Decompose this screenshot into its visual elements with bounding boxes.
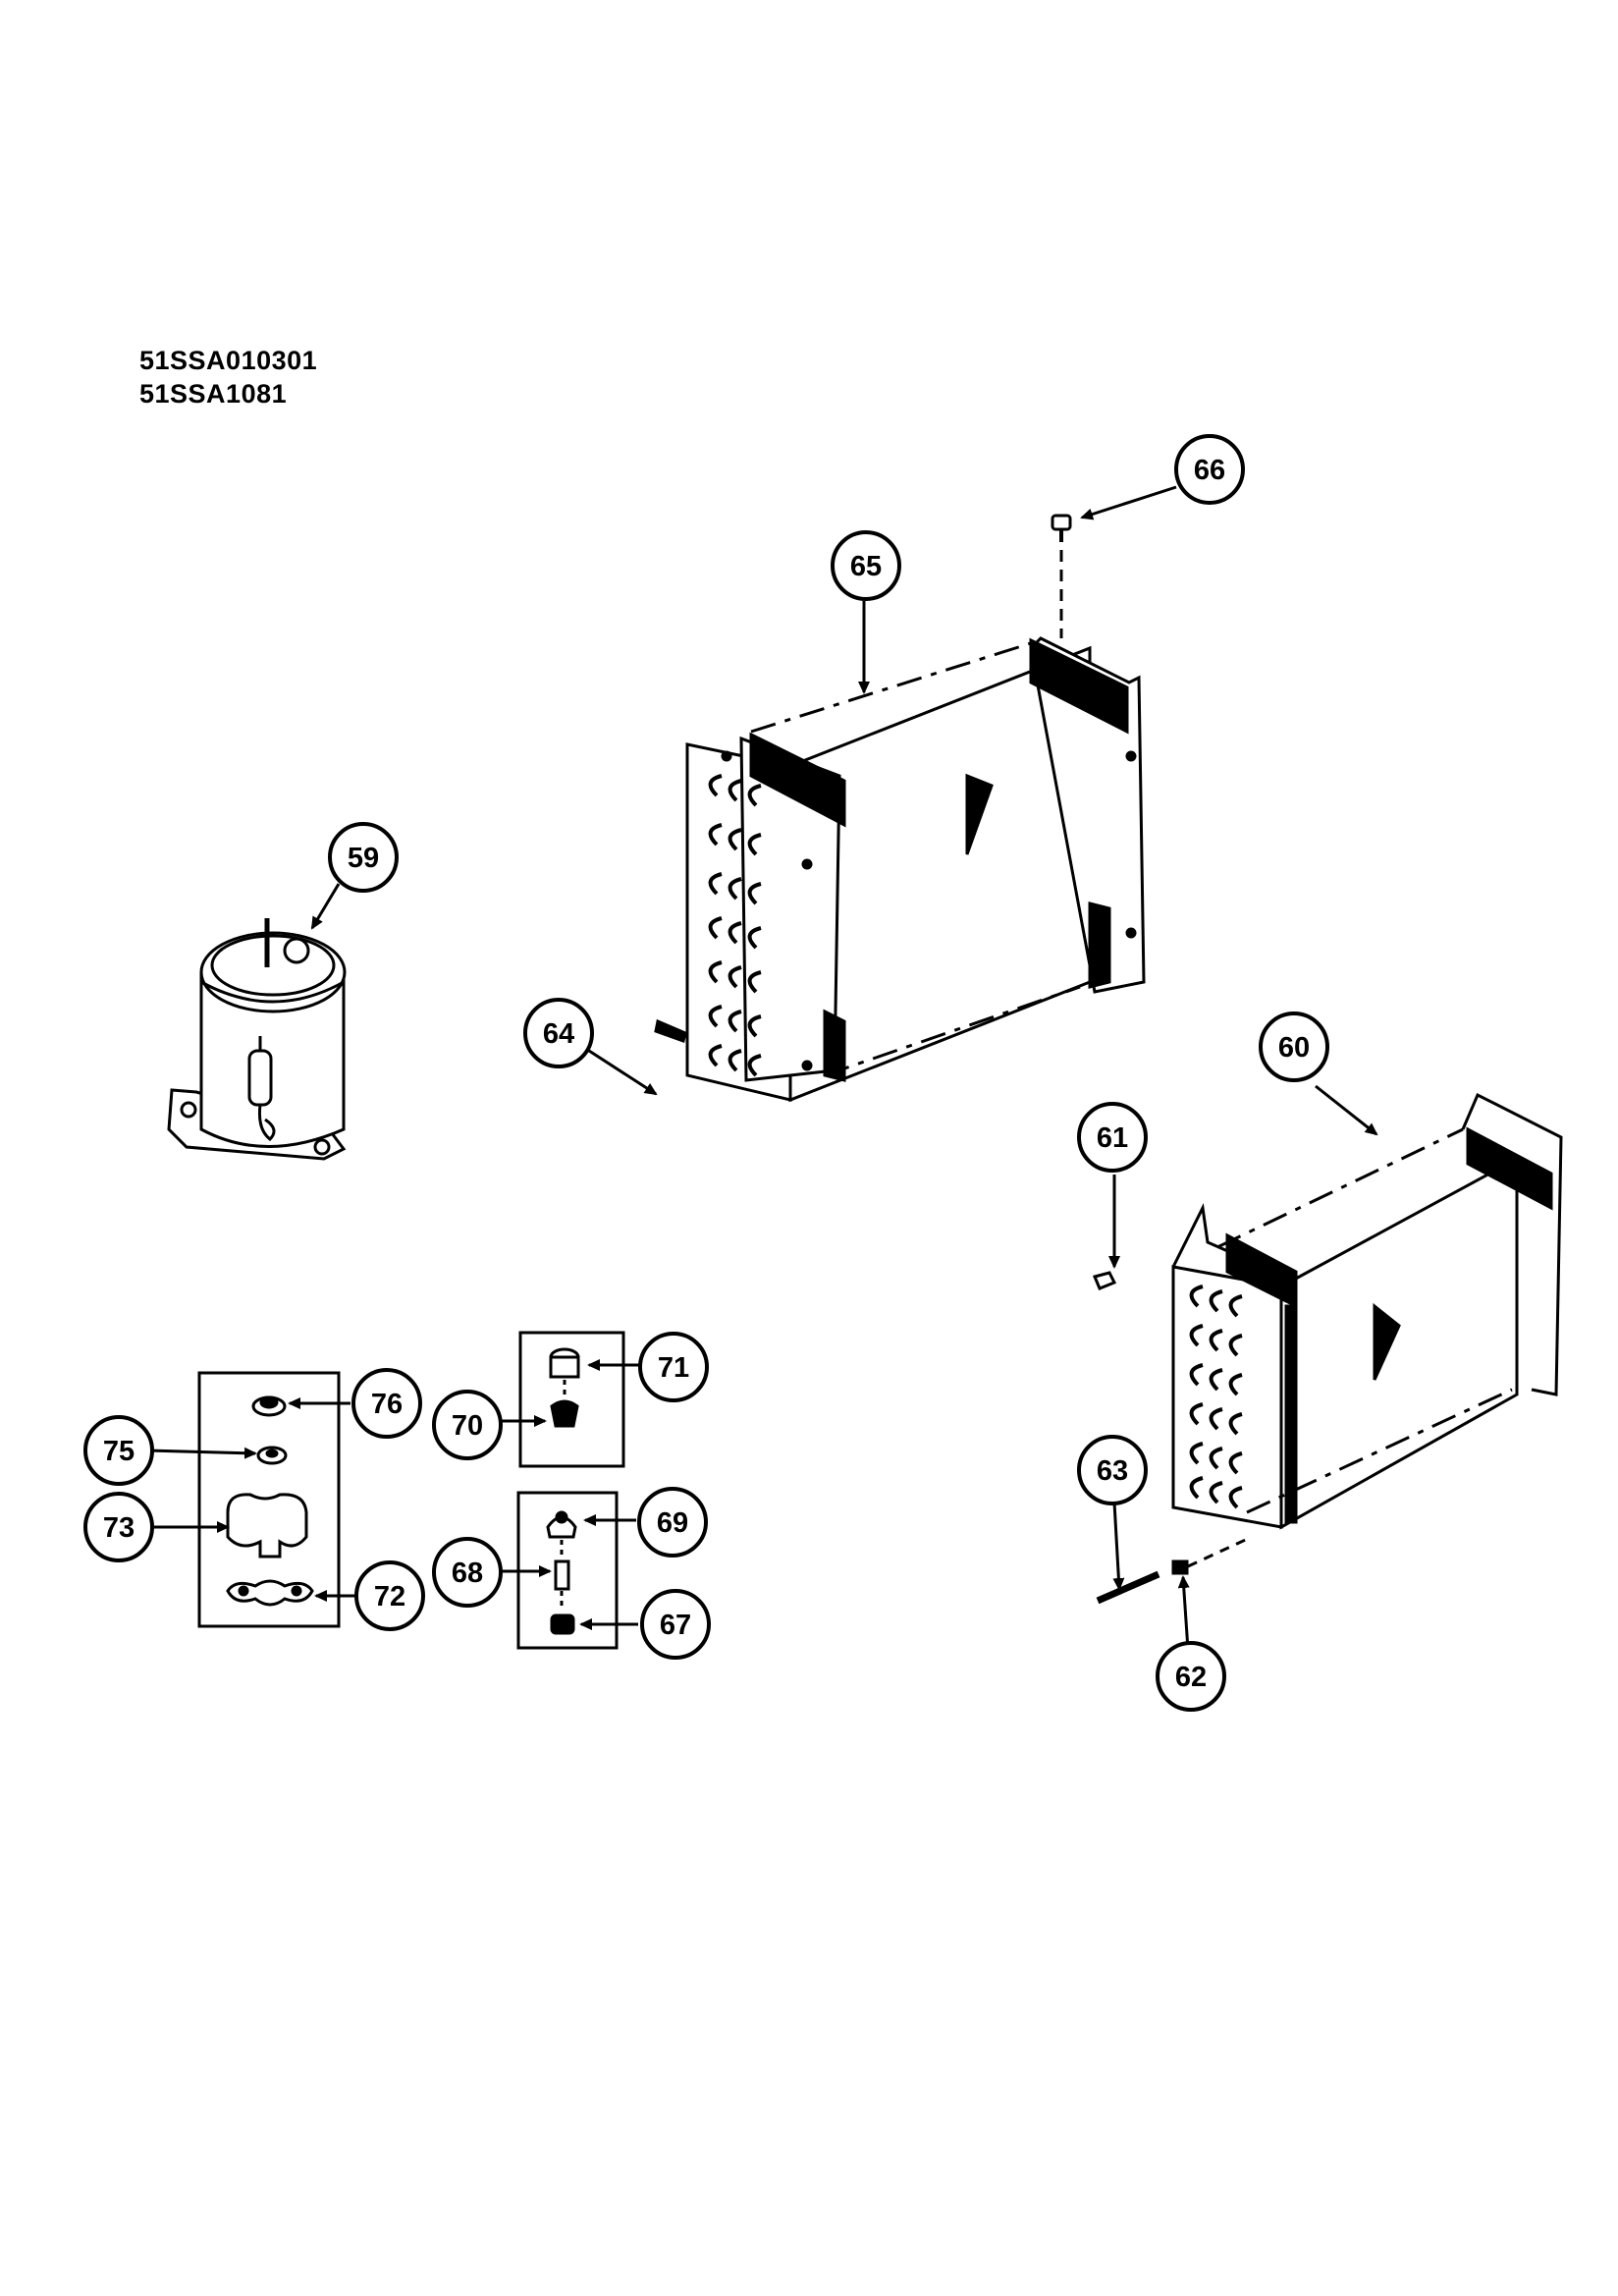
callout-circle xyxy=(831,530,901,601)
callout-label: 75 xyxy=(103,1436,135,1467)
evaporator-coil-drawing xyxy=(1171,1092,1563,1530)
callout-75: 75 xyxy=(83,1415,154,1486)
callout-70: 70 xyxy=(432,1390,503,1460)
hardware-drawings xyxy=(654,514,1253,1605)
model-number: 51SSA1081 xyxy=(139,379,288,409)
condenser-coil-drawing xyxy=(685,636,1146,1103)
callout-label: 63 xyxy=(1097,1455,1128,1487)
model-numbers: 51SSA010301 51SSA1081 xyxy=(139,344,317,410)
callout-64: 64 xyxy=(523,998,594,1068)
callout-63: 63 xyxy=(1077,1435,1148,1505)
model-number: 51SSA010301 xyxy=(139,346,318,375)
callout-69: 69 xyxy=(637,1487,708,1558)
callout-circle xyxy=(1174,434,1245,505)
callout-62: 62 xyxy=(1156,1641,1226,1712)
callout-circle xyxy=(351,1368,422,1439)
callout-72: 72 xyxy=(354,1560,425,1631)
callout-circle xyxy=(83,1415,154,1486)
callout-circle xyxy=(354,1560,425,1631)
callout-label: 73 xyxy=(103,1512,135,1544)
callout-67: 67 xyxy=(640,1589,711,1660)
callout-68: 68 xyxy=(432,1537,503,1608)
callout-circle xyxy=(432,1537,503,1608)
callout-label: 68 xyxy=(452,1558,483,1589)
callout-60: 60 xyxy=(1259,1011,1329,1082)
callout-label: 72 xyxy=(374,1581,405,1613)
callout-label: 59 xyxy=(348,843,379,874)
callout-71: 71 xyxy=(638,1332,709,1402)
callout-label: 65 xyxy=(850,551,882,582)
callout-circle xyxy=(432,1390,503,1460)
callout-circle xyxy=(638,1332,709,1402)
callout-circle xyxy=(1077,1435,1148,1505)
compressor-drawing xyxy=(167,918,347,1161)
callout-73: 73 xyxy=(83,1492,154,1562)
callout-label: 67 xyxy=(660,1610,691,1641)
callout-59: 59 xyxy=(328,822,399,893)
callout-76: 76 xyxy=(351,1368,422,1439)
callout-label: 70 xyxy=(452,1410,483,1442)
callout-circle xyxy=(523,998,594,1068)
callout-circle xyxy=(83,1492,154,1562)
callout-label: 71 xyxy=(658,1352,689,1384)
callout-label: 64 xyxy=(543,1018,574,1050)
callout-label: 69 xyxy=(657,1507,688,1539)
callout-66: 66 xyxy=(1174,434,1245,505)
callout-label: 60 xyxy=(1278,1032,1310,1064)
callout-bubbles: 59 60 61 62 63 64 65 66 67 68 69 70 71 72 73 75 76 xyxy=(83,434,1329,1712)
isolator-kit-box xyxy=(518,1331,625,1468)
callout-label: 62 xyxy=(1175,1662,1207,1693)
callout-65: 65 xyxy=(831,530,901,601)
callout-circle xyxy=(1259,1011,1329,1082)
callout-circle xyxy=(1077,1102,1148,1173)
callout-circle xyxy=(328,822,399,893)
callout-circle xyxy=(640,1589,711,1660)
mounting-kit-box xyxy=(197,1371,341,1628)
callout-61: 61 xyxy=(1077,1102,1148,1173)
callout-label: 76 xyxy=(371,1389,403,1420)
callout-circle xyxy=(637,1487,708,1558)
leader-lines xyxy=(146,485,1378,1651)
callout-label: 66 xyxy=(1194,455,1225,486)
callout-circle xyxy=(1156,1641,1226,1712)
callout-label: 61 xyxy=(1097,1122,1128,1154)
